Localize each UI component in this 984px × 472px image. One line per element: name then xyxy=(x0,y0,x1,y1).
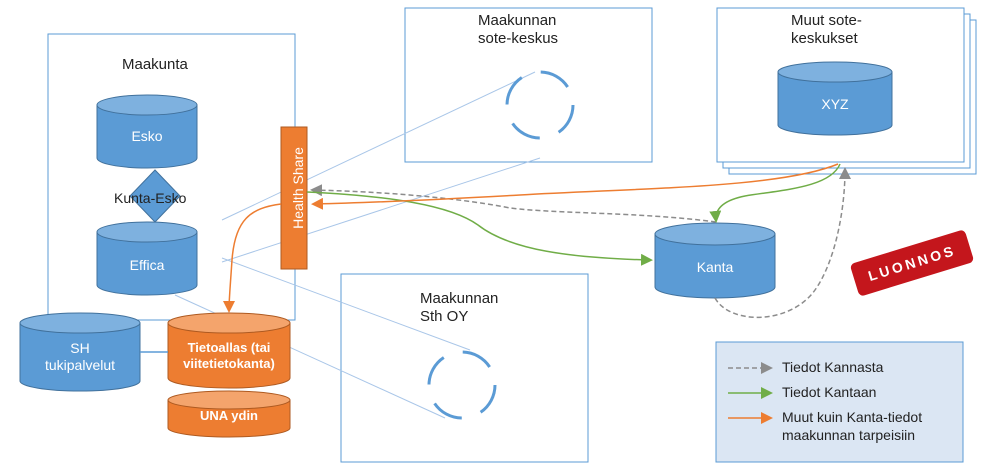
effica-label: Effica xyxy=(129,257,165,273)
sote-keskus-label: Maakunnan sote-keskus xyxy=(478,12,558,48)
xyz-label: XYZ xyxy=(821,96,849,112)
sote-keskus-placeholder xyxy=(505,70,575,140)
muut-sote-label-line1: Muut sote- xyxy=(791,12,862,29)
sth-oy-label-line1: Maakunnan xyxy=(420,290,499,307)
esko-cylinder xyxy=(96,94,198,169)
health-share-label: Health Share xyxy=(290,147,306,229)
kanta-label: Kanta xyxy=(696,259,734,275)
sth-oy-label: Maakunnan Sth OY xyxy=(420,290,498,326)
sote-keskus-label-line2: sote-keskus xyxy=(478,30,559,47)
health-share-box xyxy=(280,126,308,270)
arrow-xyz-to-kanta xyxy=(709,163,841,223)
muut-sote-label: Muut sote- keskukset xyxy=(791,12,862,48)
legend-label-tiedot-kantaan: Tiedot Kantaan xyxy=(782,384,877,400)
legend-label-tiedot-kannasta: Tiedot Kannasta xyxy=(782,359,884,375)
sh-cylinder xyxy=(19,312,141,392)
sth-oy-label-line2: Sth OY xyxy=(420,308,469,325)
arrow-xyz-to-healthshare xyxy=(311,163,839,210)
legend-label-muut-tiedot: Muut kuin Kanta-tiedot maakunnan tarpeis… xyxy=(782,409,922,444)
arrow-kanta-to-xyz xyxy=(714,167,851,318)
kunta-esko-label: Kunta-Esko xyxy=(114,190,187,206)
legend-label-muut-tiedot-line2: maakunnan tarpeisiin xyxy=(782,426,916,443)
sth-oy-placeholder xyxy=(427,350,497,420)
maakunta-label: Maakunta xyxy=(122,56,188,73)
sh-label-line1: SH xyxy=(70,340,90,356)
legend-label-muut-tiedot-line1: Muut kuin Kanta-tiedot xyxy=(782,409,923,425)
arrow-healthshare-to-kanta xyxy=(306,191,653,266)
sote-keskus-label-line1: Maakunnan xyxy=(478,12,557,29)
sh-label-line2: tukipalvelut xyxy=(44,356,116,373)
effica-cylinder xyxy=(96,221,198,296)
sh-label: SH tukipalvelut xyxy=(20,340,140,374)
tietoallas-label: Tietoallas (tai viitetietokanta) xyxy=(168,340,290,371)
tietoallas-label-line2: viitetietokanta) xyxy=(183,355,275,371)
muut-sote-label-line2: keskukset xyxy=(791,30,858,47)
xyz-cylinder xyxy=(777,61,893,136)
esko-label: Esko xyxy=(131,128,163,144)
tietoallas-cylinder xyxy=(167,312,291,389)
tietoallas-label-line1: Tietoallas (tai xyxy=(187,340,271,355)
sth-oy-box xyxy=(340,273,589,463)
kanta-cylinder xyxy=(654,222,776,299)
una-label: UNA ydin xyxy=(199,408,259,423)
arrow-healthshare-to-tietoallas xyxy=(223,203,282,313)
arrow-kanta-to-healthshare xyxy=(310,184,717,223)
legend-box xyxy=(715,341,964,463)
una-cylinder xyxy=(167,390,291,438)
